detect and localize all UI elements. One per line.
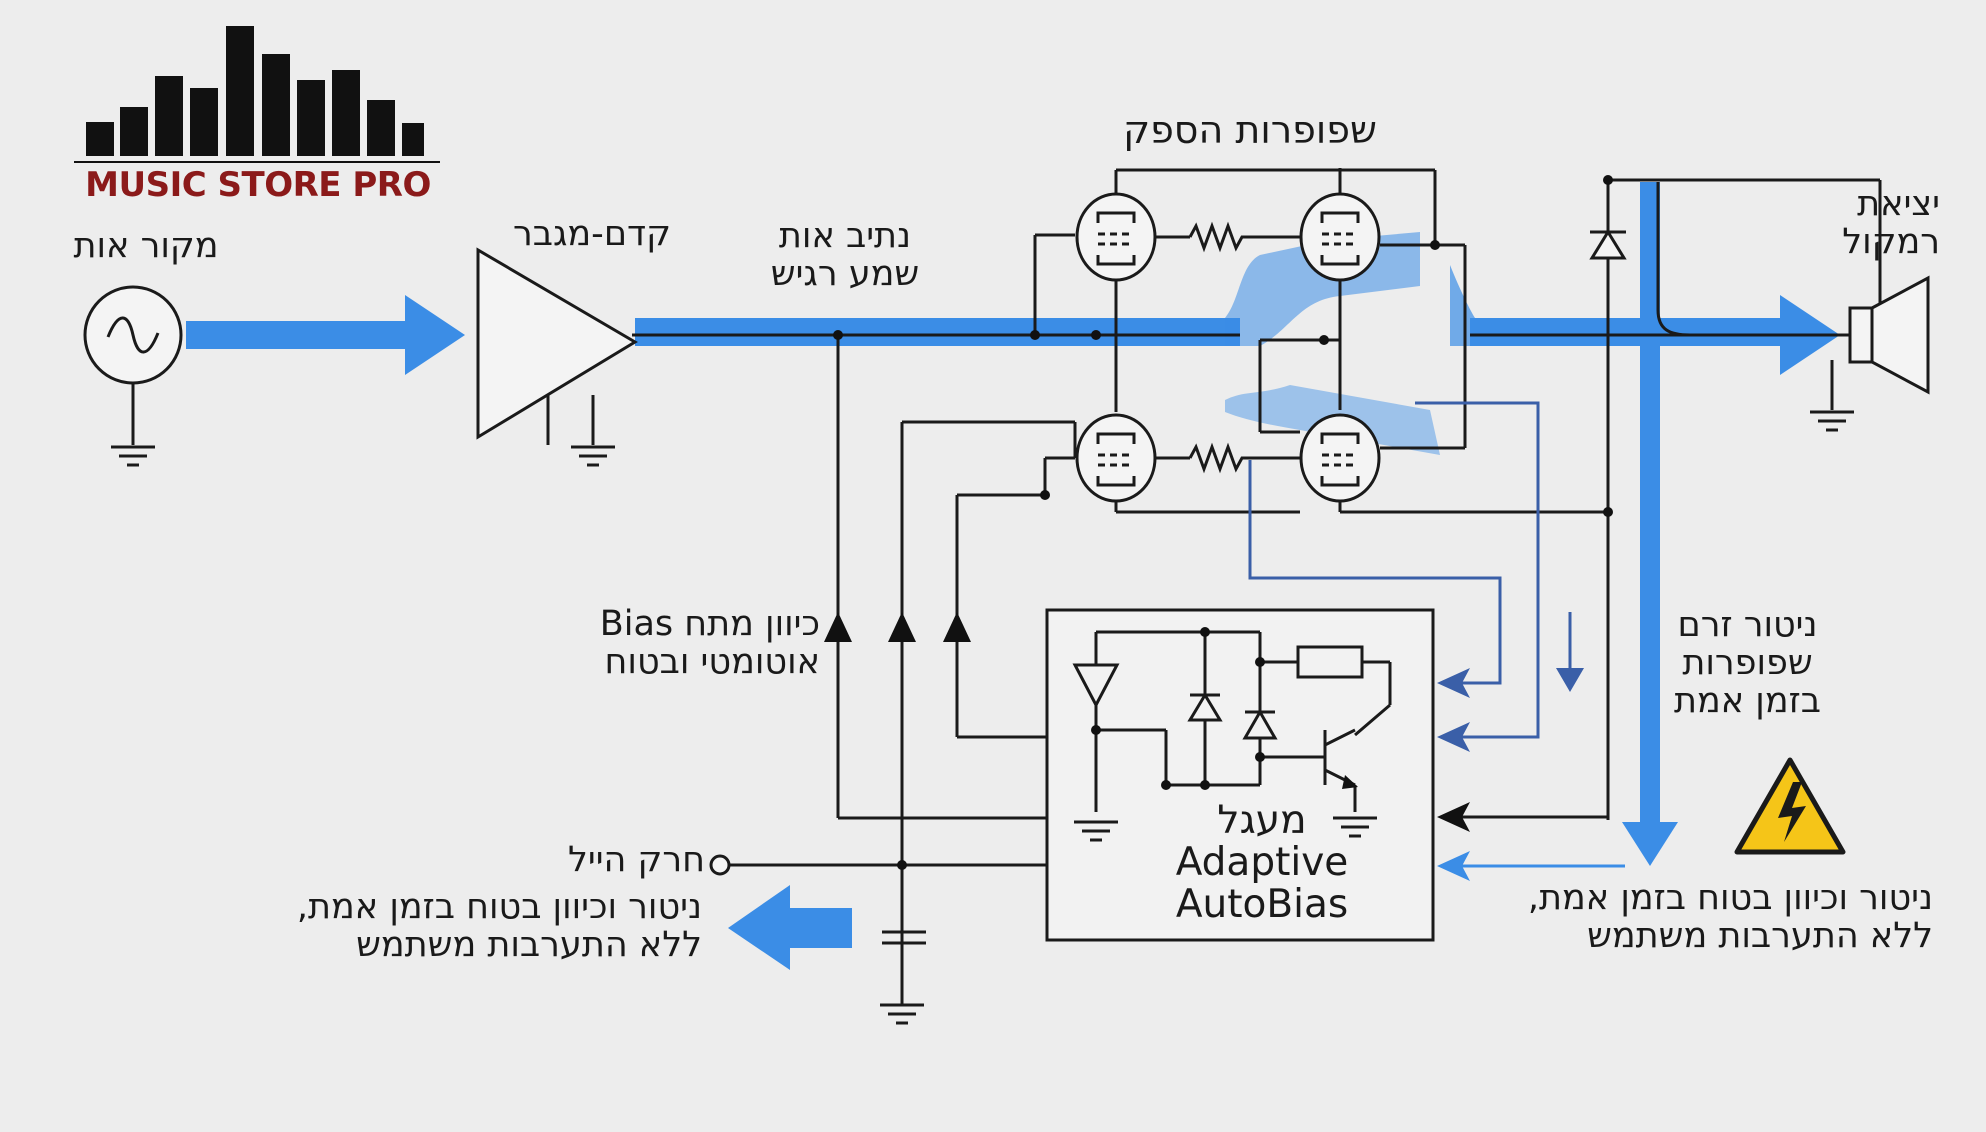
monitor-arrowheads: [1437, 612, 1584, 881]
junctions: [833, 175, 1613, 870]
preamp-label: קדם-מגבר: [513, 214, 671, 254]
diode-icon: [1242, 708, 1278, 740]
vacuum-tube-icon: [1299, 413, 1381, 503]
bias-adjust-label: כיוון מתח Bias אוטומטי ובטוח: [599, 604, 820, 682]
heil-slot-terminal[interactable]: [709, 854, 731, 876]
diode-icon: [1187, 692, 1223, 722]
high-voltage-warning-icon: [1734, 757, 1846, 855]
transistor-icon: [1342, 775, 1358, 789]
ground-icon: [1808, 410, 1856, 432]
wiring: [131, 168, 1882, 1005]
power-tubes-label: שפופרות הספק: [1123, 108, 1377, 152]
autobias-title: מעגל Adaptive AutoBias: [1175, 798, 1349, 928]
vacuum-tube-icon: [1075, 192, 1157, 282]
brand-name: MUSIC STORE: [85, 165, 341, 205]
amplifier-icon: [476, 247, 638, 440]
signal-source-label: מקור אות: [73, 226, 219, 266]
speaker-icon: [1848, 275, 1930, 395]
ground-icon: [878, 1003, 926, 1025]
brand-suffix: PRO: [352, 165, 431, 205]
ground-icon: [109, 445, 157, 467]
ac-source-icon: [83, 285, 183, 385]
bias-arrows: [824, 612, 971, 642]
monitor-note-right: ניטור וכיוון בטוח בזמן אמת, ללא התערבות …: [1527, 878, 1933, 956]
heil-slot-label: חרק הייל: [568, 840, 705, 880]
diode-icon: [1589, 229, 1627, 260]
speaker-output-label: יציאת רמקול: [1842, 184, 1940, 262]
resistor-icon: [1188, 442, 1248, 474]
ground-icon: [569, 445, 617, 467]
vacuum-tube-icon: [1299, 192, 1381, 282]
vacuum-tube-icon: [1075, 413, 1157, 503]
monitor-lines: [1248, 401, 1540, 739]
sensitive-path-label: נתיב אות שמע רגיש: [770, 216, 920, 294]
brand-logo: MUSIC STORE PRO: [76, 165, 440, 205]
logo-bars-icon: [74, 26, 440, 163]
signal-flow: [186, 182, 1840, 970]
tube-monitor-label: ניטור זרם שפופרות בזמן אמת: [1674, 605, 1821, 721]
autobias-box: [1045, 608, 1435, 942]
monitor-note-left: ניטור וכיוון בטוח בזמן אמת, ללא התערבות …: [296, 887, 702, 965]
resistor-icon: [1188, 221, 1248, 253]
